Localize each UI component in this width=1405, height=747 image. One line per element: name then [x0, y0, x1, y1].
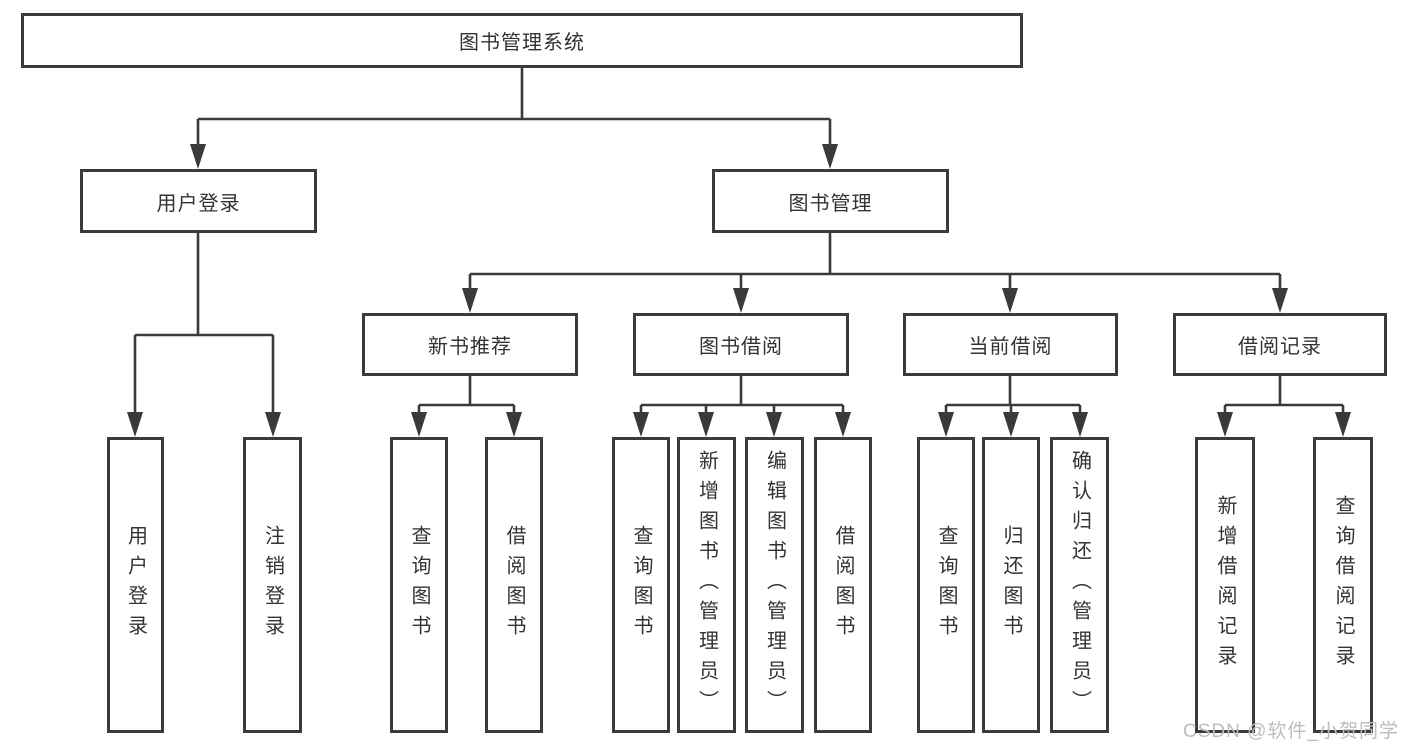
leaf-label: 新增图书（管理员）	[695, 450, 718, 720]
node-new-book-recommend-label: 新书推荐	[428, 336, 512, 358]
connector-userlogin-to-leaves	[127, 233, 281, 437]
node-current-borrowing: 当前借阅	[903, 313, 1118, 376]
node-book-management: 图书管理	[712, 169, 949, 233]
connector-currentborrow-to-leaves	[938, 376, 1088, 437]
leaf-query-borrow-record: 查询借阅记录	[1313, 437, 1373, 733]
leaf-user-login: 用户登录	[107, 437, 164, 733]
leaf-logout-label: 注销登录	[261, 525, 284, 645]
leaf-borrow-books: 借阅图书	[814, 437, 872, 733]
leaf-add-borrow-record: 新增借阅记录	[1195, 437, 1255, 733]
leaf-confirm-return-admin: 确认归还（管理员）	[1050, 437, 1109, 733]
connector-bookmgmt-to-level3	[462, 233, 1288, 313]
node-book-borrowing: 图书借阅	[633, 313, 849, 376]
leaf-query-books-borrowing: 查询图书	[612, 437, 670, 733]
node-book-borrowing-label: 图书借阅	[699, 336, 783, 358]
leaf-label: 新增借阅记录	[1214, 495, 1236, 675]
connector-records-to-leaves	[1217, 376, 1351, 437]
node-borrow-records-label: 借阅记录	[1238, 336, 1322, 358]
connector-newbooks-to-leaves	[411, 376, 522, 437]
leaf-label: 借阅图书	[503, 525, 525, 645]
leaf-label: 确认归还（管理员）	[1068, 450, 1091, 720]
node-user-login: 用户登录	[80, 169, 317, 233]
leaf-label: 查询图书	[408, 525, 430, 645]
node-current-borrowing-label: 当前借阅	[968, 336, 1053, 358]
leaf-label: 借阅图书	[832, 525, 854, 645]
leaf-label: 查询图书	[935, 525, 957, 645]
leaf-query-books-recommend: 查询图书	[390, 437, 448, 733]
leaf-add-books-admin: 新增图书（管理员）	[677, 437, 736, 733]
leaf-label: 查询借阅记录	[1332, 495, 1354, 675]
node-root-label: 图书管理系统	[459, 32, 585, 54]
leaf-logout: 注销登录	[243, 437, 302, 733]
leaf-return-books: 归还图书	[982, 437, 1040, 733]
leaf-label: 编辑图书（管理员）	[763, 450, 786, 720]
leaf-label: 归还图书	[1000, 525, 1022, 645]
node-root: 图书管理系统	[21, 13, 1023, 68]
connector-root-to-level2	[190, 68, 838, 169]
leaf-query-books-current: 查询图书	[917, 437, 975, 733]
node-book-management-label: 图书管理	[788, 192, 873, 215]
connector-bookborrow-to-leaves	[633, 376, 851, 437]
node-user-login-label: 用户登录	[156, 192, 241, 215]
leaf-user-login-label: 用户登录	[124, 525, 147, 645]
leaf-borrow-books-recommend: 借阅图书	[485, 437, 543, 733]
leaf-label: 查询图书	[630, 525, 652, 645]
watermark: CSDN @软件_小贺同学	[1183, 721, 1399, 742]
node-new-book-recommend: 新书推荐	[362, 313, 578, 376]
leaf-edit-books-admin: 编辑图书（管理员）	[745, 437, 804, 733]
node-borrow-records: 借阅记录	[1173, 313, 1387, 376]
